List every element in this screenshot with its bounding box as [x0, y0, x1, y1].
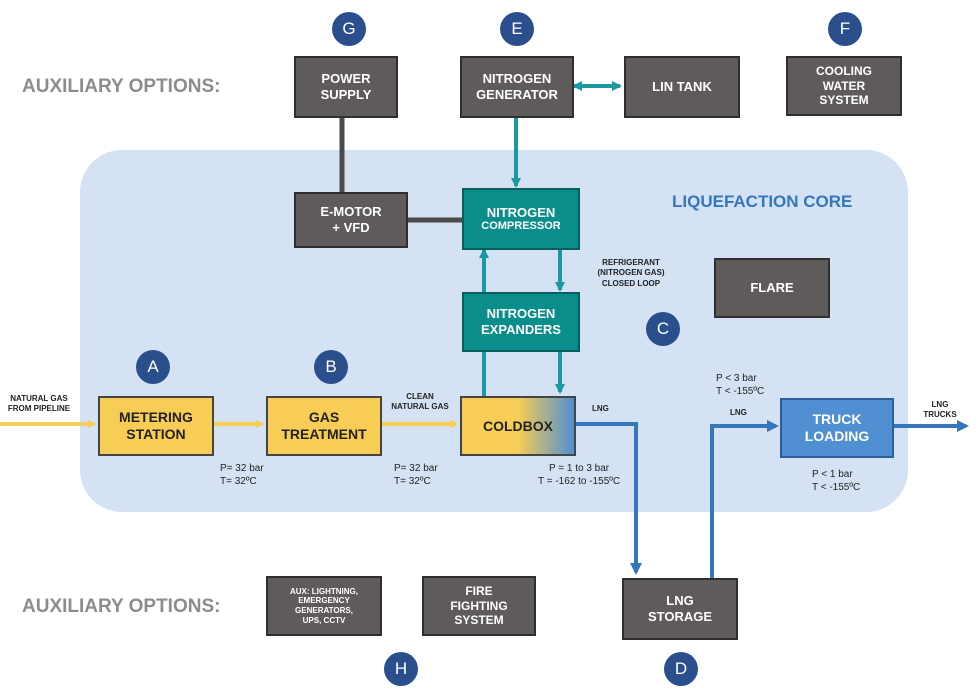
storage-to-truck-arrow	[710, 420, 779, 578]
refrigerant-loop-label: REFRIGERANT (NITROGEN GAS) CLOSED LOOP	[597, 258, 665, 288]
liquefaction-core-title: LIQUEFACTION CORE	[672, 192, 853, 211]
clean-natural-gas-label: CLEAN NATURAL GAS	[391, 392, 449, 412]
treatment-conditions-label: P= 32 bar T= 32ºC	[394, 463, 438, 487]
nitrogen-compressor-box: NITROGEN COMPRESSOR	[462, 188, 580, 250]
badge-d: D	[664, 652, 698, 686]
truck-line-lng-label: LNG	[730, 408, 747, 417]
nitrogen-expanders-box: NITROGEN EXPANDERS	[462, 292, 580, 352]
badge-g: G	[332, 12, 366, 46]
badge-a: A	[136, 350, 170, 384]
badge-c: C	[646, 312, 680, 346]
natural-gas-inlet-label: NATURAL GAS FROM PIPELINE	[7, 394, 71, 414]
aux-options-top-label: AUXILIARY OPTIONS:	[22, 76, 221, 97]
coldbox-lng-label: LNG	[592, 404, 609, 413]
nitrogen-compressor-label-line1: NITROGEN	[486, 204, 556, 220]
coldbox-box: COLDBOX	[460, 396, 576, 456]
nitrogen-generator-box: NITROGEN GENERATOR	[460, 56, 574, 118]
power-supply-box: POWER SUPPLY	[294, 56, 398, 118]
lng-trucks-label: LNG TRUCKS	[923, 400, 957, 420]
lng-line-conditions-label: P < 3 bar T < -155ºC	[716, 373, 765, 397]
metering-conditions-label: P= 32 bar T= 32ºC	[220, 463, 264, 487]
coldbox-to-storage-arrow	[576, 422, 642, 575]
flare-box: FLARE	[714, 258, 830, 318]
aux-options-bottom-label: AUXILIARY OPTIONS:	[22, 596, 221, 617]
badge-h: H	[384, 652, 418, 686]
cooling-water-system-box: COOLING WATER SYSTEM	[786, 56, 902, 116]
lin-tank-box: LIN TANK	[624, 56, 740, 118]
fire-fighting-system-box: FIRE FIGHTING SYSTEM	[422, 576, 536, 636]
emotor-vfd-box: E-MOTOR + VFD	[294, 192, 408, 248]
truck-conditions-label: P < 1 bar T < -155ºC	[812, 469, 861, 493]
coldbox-conditions-label: P = 1 to 3 bar T = -162 to -155ºC	[538, 463, 621, 487]
truck-loading-box: TRUCK LOADING	[780, 398, 894, 458]
aux-lightning-ups-box: AUX: LIGHTNING, EMERGENCY GENERATORS, UP…	[266, 576, 382, 636]
nitrogen-compressor-label-line2: COMPRESSOR	[481, 220, 561, 233]
gas-treatment-box: GAS TREATMENT	[266, 396, 382, 456]
badge-b: B	[314, 350, 348, 384]
lng-storage-box: LNG STORAGE	[622, 578, 738, 640]
badge-e: E	[500, 12, 534, 46]
metering-station-box: METERING STATION	[98, 396, 214, 456]
badge-f: F	[828, 12, 862, 46]
